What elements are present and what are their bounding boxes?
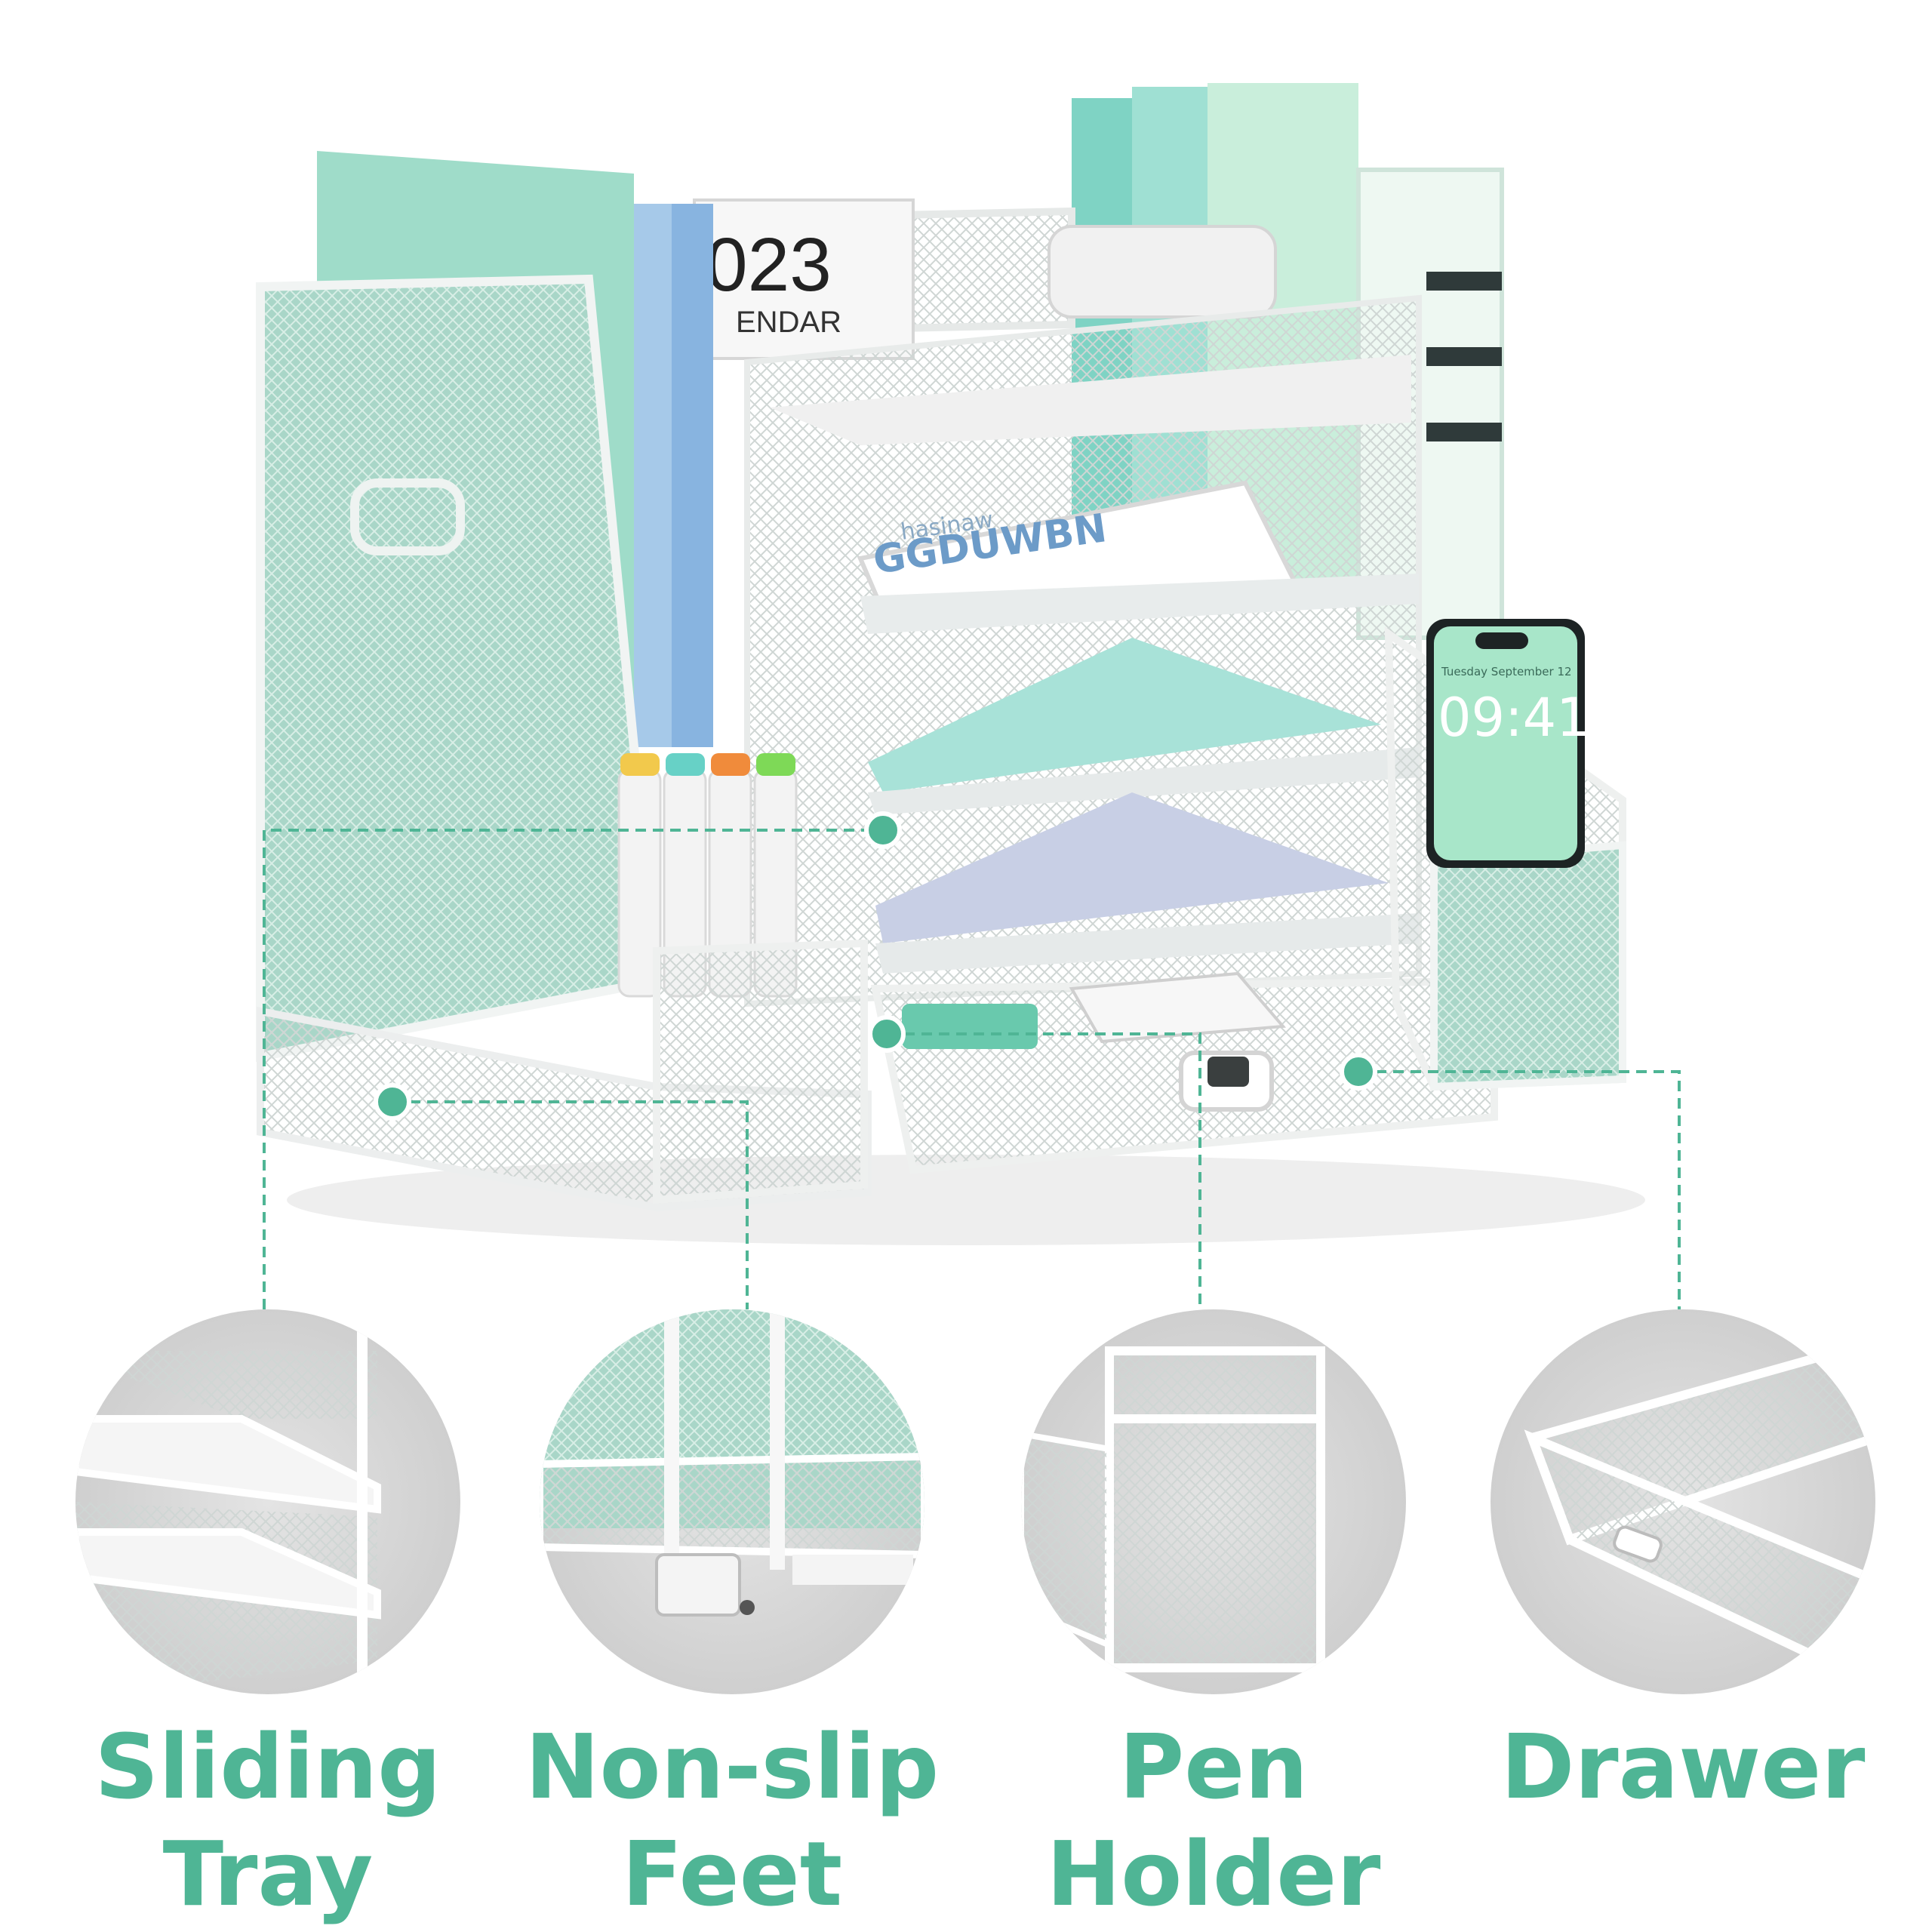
- feature-pen-holder: Pen Holder: [972, 1713, 1455, 1927]
- markers: [617, 753, 798, 998]
- feature-sliding-tray: Sliding Tray: [26, 1713, 509, 1927]
- feature-line1: Sliding: [94, 1715, 441, 1819]
- feature-line2: Feet: [621, 1822, 843, 1926]
- phone-holder: Tuesday September 12 09:41: [1384, 619, 1626, 1091]
- callout-lines: [263, 829, 1681, 1309]
- feature-line1: Pen: [1118, 1715, 1309, 1819]
- phone-date: Tuesday September 12: [1441, 665, 1572, 678]
- callout-dots: [374, 811, 1377, 1121]
- calendar-word: ENDAR: [736, 306, 841, 339]
- feature-line1: Non-slip: [525, 1715, 940, 1819]
- feature-line2: Holder: [1046, 1822, 1381, 1926]
- stapler: [1048, 225, 1277, 318]
- drawer: [870, 971, 1498, 1174]
- feature-drawer: Drawer: [1441, 1713, 1924, 1820]
- non-slip-feet-closeup-icon: [540, 1309, 924, 1694]
- sliding-tray-closeup-icon: [75, 1309, 460, 1694]
- pen-holder-closeup-icon: [1021, 1309, 1406, 1694]
- drawer-closeup-icon: [1491, 1309, 1875, 1694]
- phone-time: 09:41: [1438, 687, 1590, 749]
- desk-organizer: 023 ENDAR GGDUWBN hasinaw: [256, 83, 1645, 1245]
- feature-non-slip-feet: Non-slip Feet: [491, 1713, 974, 1927]
- calendar-year: 023: [706, 223, 832, 307]
- feature-line1: Drawer: [1500, 1715, 1866, 1819]
- feature-line2: Tray: [162, 1822, 374, 1926]
- desk-calendar: 023 ENDAR: [693, 198, 915, 360]
